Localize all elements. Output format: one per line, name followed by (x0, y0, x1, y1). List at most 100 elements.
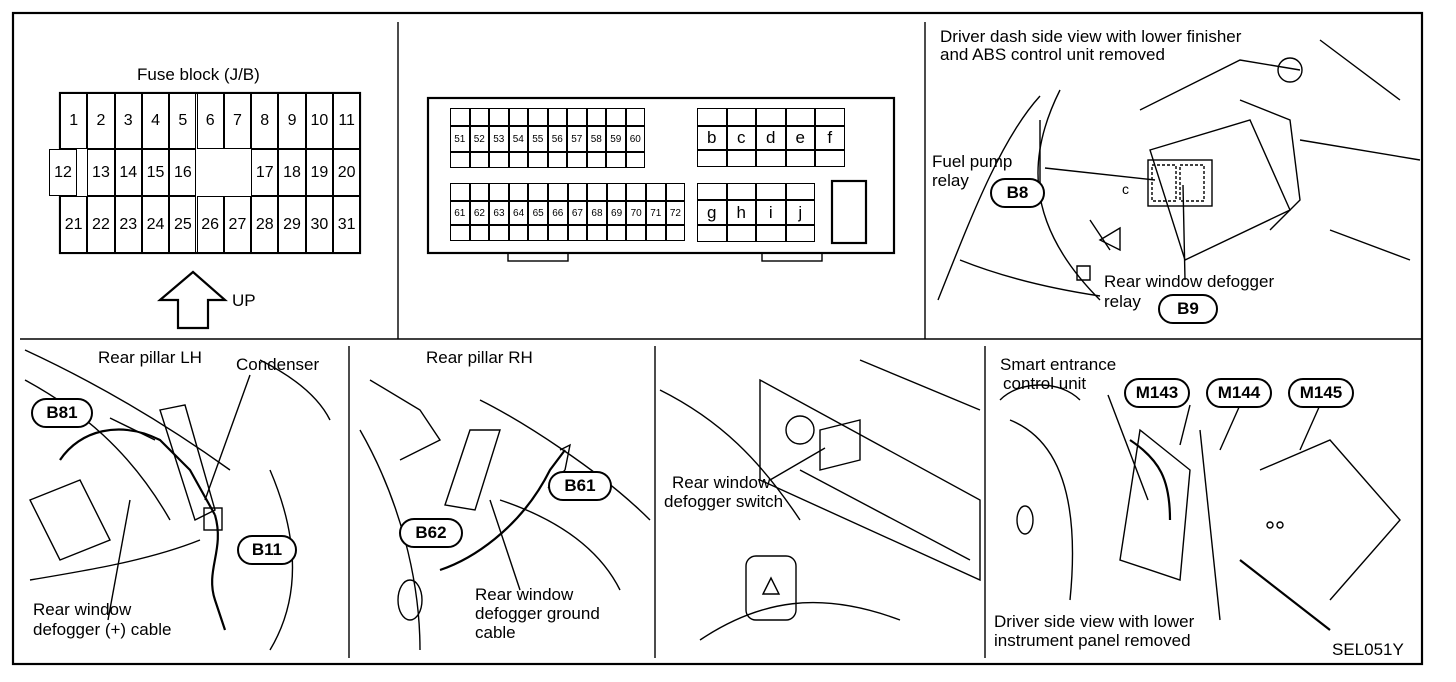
rh-cable-label-2: defogger ground (475, 604, 600, 623)
connector-b9: B9 (1158, 294, 1218, 324)
defogger-relay-label-2: relay (1104, 292, 1141, 311)
fuse-cell: 6 (196, 93, 224, 149)
lh-cable-label-1: Rear window (33, 600, 132, 619)
relay-cell (567, 108, 587, 126)
fuse-cell: 7 (223, 93, 252, 149)
relay-cell (508, 183, 529, 201)
fuse-cell: 10 (305, 93, 333, 149)
relay-cell (606, 108, 626, 126)
relay-cell (508, 225, 529, 241)
relay-cell (726, 183, 756, 200)
fuse-cell: 30 (305, 196, 333, 253)
connector-b11: B11 (237, 535, 297, 565)
relay-cell (756, 150, 786, 167)
fuse-cell: 2 (87, 93, 115, 149)
relay-cell (489, 225, 509, 241)
smart-caption-2: instrument panel removed (994, 631, 1191, 650)
relay-cell (756, 183, 786, 200)
switch-label-1: Rear window (672, 473, 771, 492)
pillar-lh-sketch (24, 349, 331, 651)
fuse-cell: 4 (141, 93, 170, 149)
relay-cell (646, 183, 666, 201)
relay-cell: 71 (646, 201, 666, 225)
connector-m143: M143 (1124, 378, 1190, 408)
relay-cell (528, 183, 548, 201)
relay-cell: i (756, 200, 786, 225)
relay-cell (450, 183, 470, 201)
figure-code: SEL051Y (1332, 640, 1404, 659)
relay-cell (489, 152, 509, 168)
connector-m145: M145 (1288, 378, 1354, 408)
switch-label-2: defogger switch (664, 492, 784, 511)
smart-label-2: control unit (1003, 374, 1087, 393)
fuse-cell: 22 (87, 196, 115, 253)
fuse-cell: 1 (60, 93, 88, 149)
relay-cell: 51 (450, 126, 470, 152)
relay-cell: c (726, 126, 756, 150)
relay-cell (726, 150, 756, 167)
small-letter-c: c (1122, 181, 1129, 197)
relay-cell: b (697, 126, 727, 150)
relay-cell (606, 152, 626, 168)
relay-cell: 69 (606, 201, 627, 225)
relay-cell: h (726, 200, 756, 225)
relay-cell (528, 225, 548, 241)
relay-cell (626, 225, 646, 241)
smart-label-1: Smart entrance (1000, 355, 1117, 374)
rh-cable-label-1: Rear window (475, 585, 574, 604)
relay-cell (625, 108, 645, 126)
relay-cell: 72 (665, 201, 686, 225)
fuse-cell: 14 (114, 149, 142, 196)
relay-cell (606, 183, 627, 201)
relay-cell (450, 152, 470, 168)
relay-cell (697, 150, 727, 167)
relay-cell: 53 (489, 126, 509, 152)
relay-cell (626, 183, 646, 201)
relay-cell (726, 108, 756, 126)
relay-cell (450, 225, 470, 241)
defogger-relay-label-1: Rear window defogger (1104, 272, 1275, 291)
dash-caption-1: Driver dash side view with lower finishe… (940, 27, 1242, 46)
relay-cell: 62 (469, 201, 490, 225)
relay-cell: 58 (586, 126, 606, 152)
relay-cell (697, 225, 727, 242)
fuse-cell: 29 (278, 196, 306, 253)
fuse-cell: 25 (169, 196, 197, 253)
relay-cell (469, 108, 489, 126)
connector-b62: B62 (399, 518, 463, 548)
relay-cell (665, 183, 686, 201)
triangle-icon (761, 576, 781, 595)
relay-cell: e (785, 126, 815, 150)
relay-cell (697, 108, 727, 126)
lh-cable-label-2: defogger (+) cable (33, 620, 172, 639)
relay-cell (587, 183, 607, 201)
dash-caption-2: and ABS control unit removed (940, 45, 1165, 64)
fuse-cell: 16 (169, 149, 197, 196)
relay-cell (785, 225, 815, 242)
relay-box-outline (426, 96, 896, 255)
relay-cell: 57 (567, 126, 587, 152)
fuse-cell: 21 (60, 196, 88, 253)
relay-cell (489, 108, 509, 126)
relay-cell (756, 108, 786, 126)
relay-cell (508, 152, 528, 168)
relay-cell (547, 108, 567, 126)
connector-b8: B8 (990, 178, 1045, 208)
relay-cell (489, 183, 509, 201)
relay-cell: 63 (489, 201, 509, 225)
fuse-cell: 5 (169, 93, 197, 149)
relay-cell: g (697, 200, 727, 225)
relay-cell (785, 183, 815, 200)
relay-cell (625, 152, 645, 168)
pillar-lh-title: Rear pillar LH (98, 348, 202, 367)
relay-cell (469, 183, 490, 201)
relay-cell (726, 225, 756, 242)
condenser-label: Condenser (236, 355, 320, 374)
fuse-cell: 31 (333, 196, 361, 253)
relay-cell: 59 (606, 126, 626, 152)
relay-cell (548, 225, 568, 241)
relay-cell: 60 (625, 126, 645, 152)
relay-cell: 67 (567, 201, 588, 225)
relay-cell (665, 225, 686, 241)
